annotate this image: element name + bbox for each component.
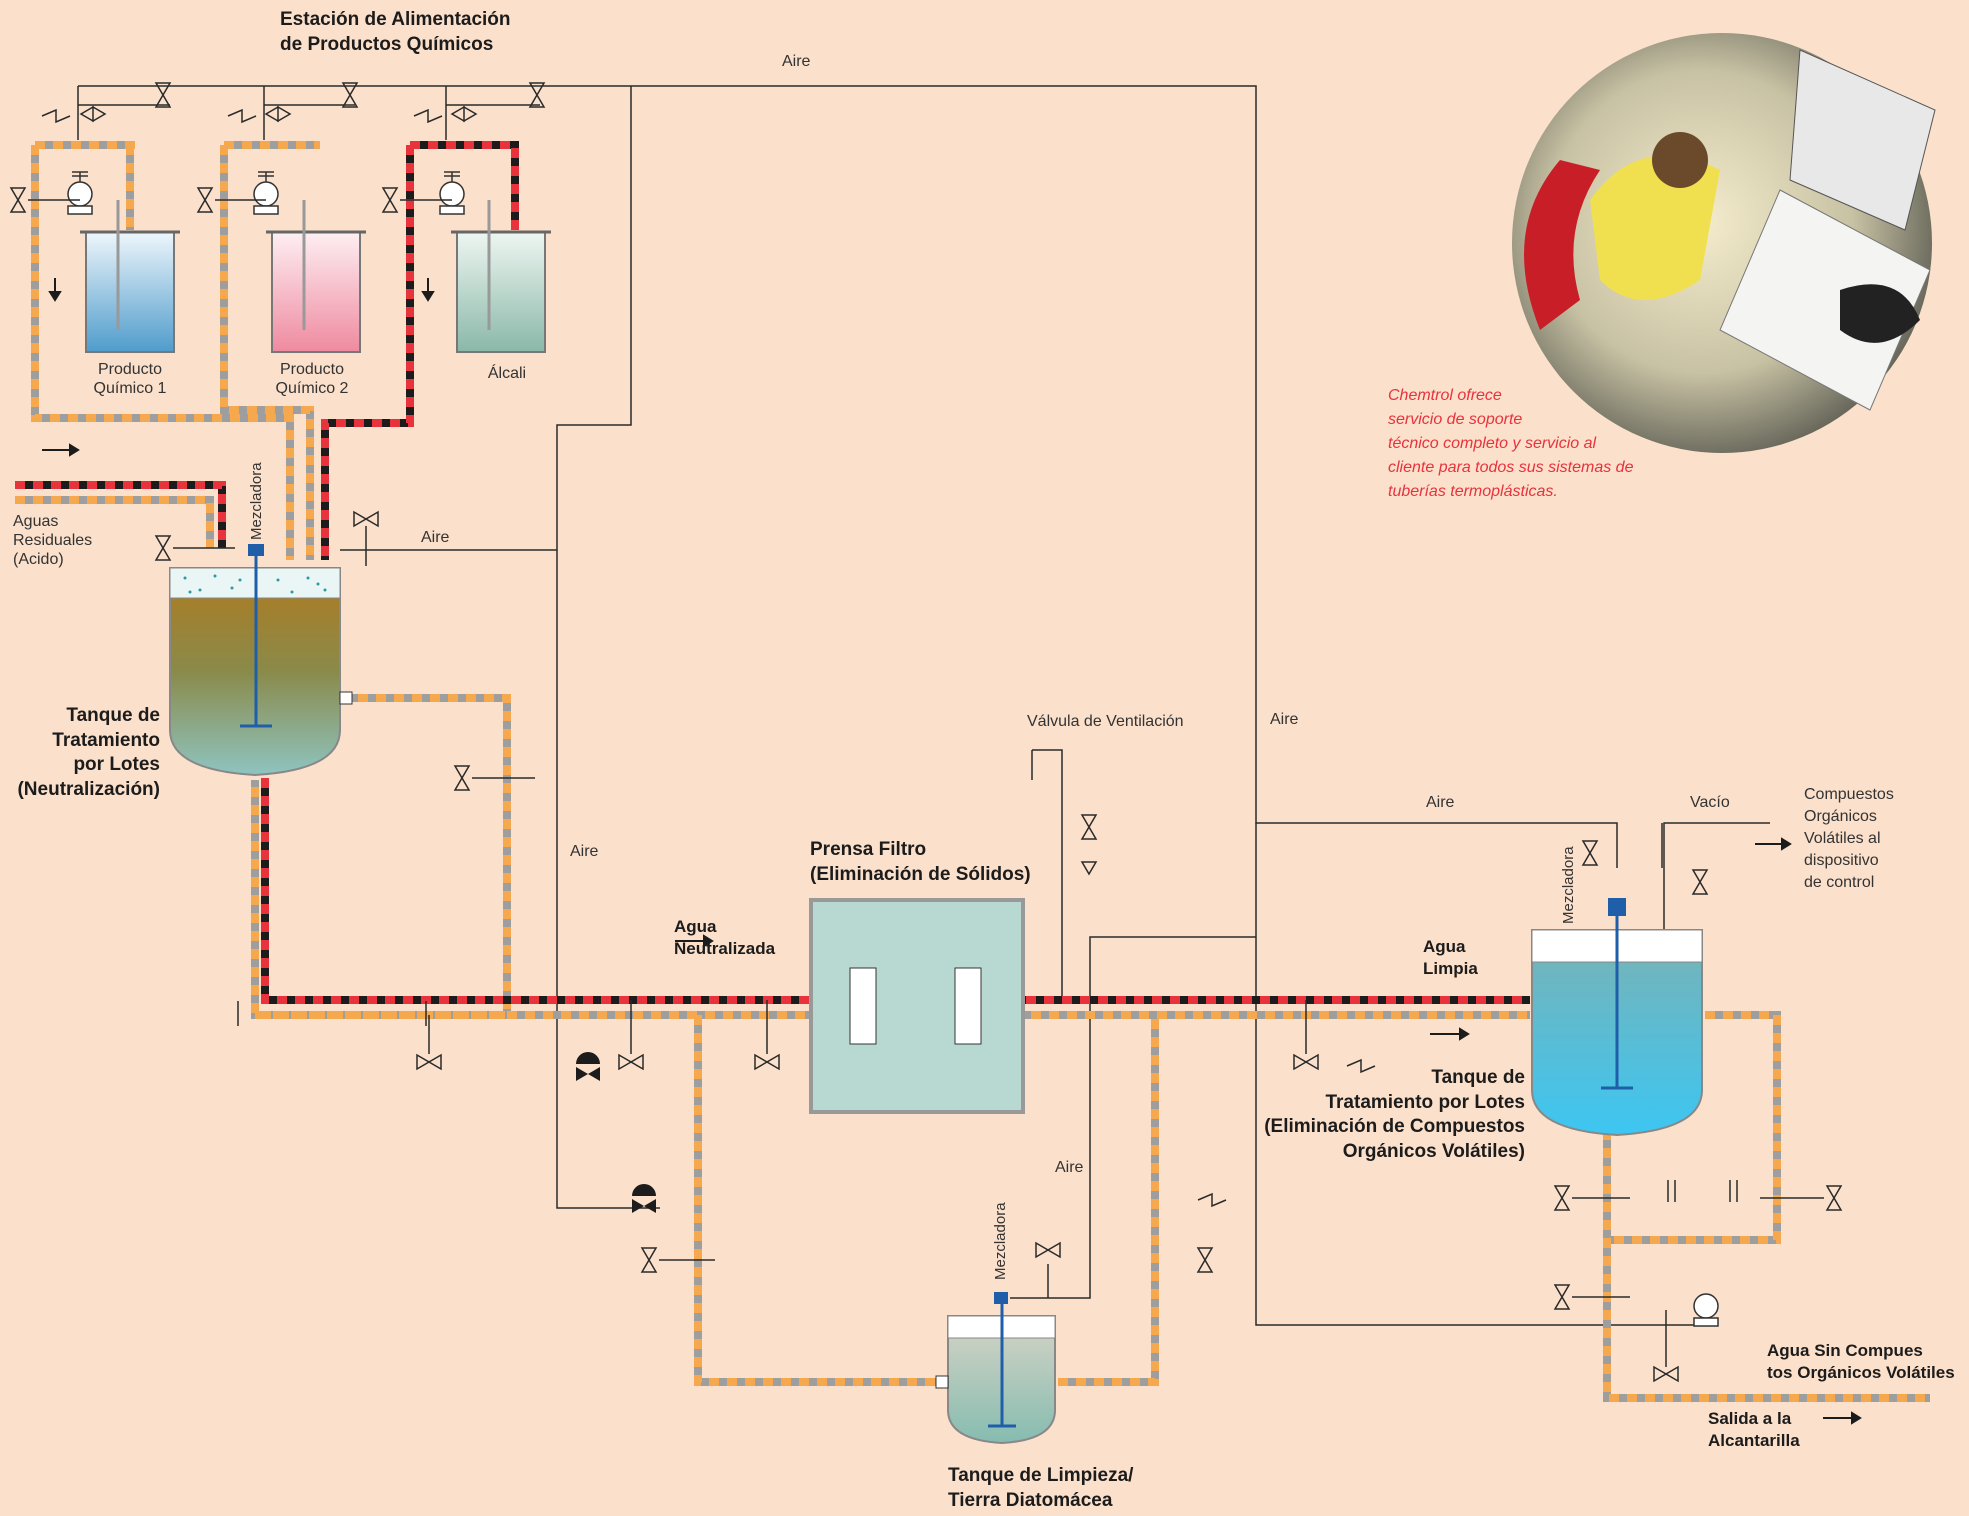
cleaning-tank-label: Tanque de Limpieza/ Tierra Diatomácea xyxy=(948,1464,1133,1513)
batch1-label: Tanque de Tratamiento por Lotes (Neutral… xyxy=(0,704,160,803)
batch-tank-neutralization xyxy=(169,544,353,777)
note-line2: servicio de soporte xyxy=(1388,411,1523,428)
air-label: Aire xyxy=(1426,794,1455,811)
note-line1: Chemtrol ofrece xyxy=(1388,387,1502,404)
station-title: Estación de Alimentación de Productos Qu… xyxy=(280,8,511,57)
voc-free-line1: Agua Sin Compues xyxy=(1767,1341,1923,1360)
cleaning-line1: Tanque de Limpieza/ xyxy=(948,1465,1134,1486)
cleaning-tank xyxy=(935,1292,1056,1445)
batch2-line2: Tratamiento por Lotes xyxy=(1325,1091,1525,1113)
batch1-line1: Tanque de xyxy=(66,705,160,726)
vent-valve-label: Válvula de Ventilación xyxy=(1027,713,1184,730)
clean-line1: Agua xyxy=(1423,937,1466,956)
acid-pipes xyxy=(15,141,1530,1004)
air-label: Aire xyxy=(1055,1159,1084,1176)
neutralized-line1: Agua xyxy=(674,917,717,936)
batch1-line2: Tratamiento xyxy=(52,729,160,751)
wastewater-line1: Aguas xyxy=(13,513,59,530)
filter-press xyxy=(809,898,1025,1114)
note-line4: cliente para todos sus sistemas de xyxy=(1388,459,1634,476)
sewer-outlet-label: Salida a la Alcantarilla xyxy=(1708,1408,1800,1452)
filter-line2: (Eliminación de Sólidos) xyxy=(810,863,1031,885)
filter-label: Prensa Filtro (Eliminación de Sólidos) xyxy=(810,838,1031,887)
chem-tank-2 xyxy=(266,200,366,353)
note-line3: técnico completo y servicio al xyxy=(1388,435,1597,452)
station-title-line2: de Productos Químicos xyxy=(280,33,494,55)
neutralized-line2: Neutralizada xyxy=(674,939,776,959)
chem2-label: Producto Químico 2 xyxy=(272,360,352,398)
voc-out-line2: Orgánicos xyxy=(1804,808,1877,825)
alkali-tank xyxy=(451,200,551,353)
voc-out-line3: Volátiles al xyxy=(1804,830,1881,847)
chem1-label-line1: Producto xyxy=(97,361,163,378)
batch1-line4: (Neutralización) xyxy=(17,779,160,801)
clean-line2: Limpia xyxy=(1423,959,1478,979)
cleaning-line2: Tierra Diatomácea xyxy=(948,1489,1113,1511)
air-label: Aire xyxy=(421,529,450,546)
chem2-label-line1: Producto xyxy=(279,361,345,378)
voc-out-line1: Compuestos xyxy=(1804,786,1894,803)
neutralized-water-label: Agua Neutralizada xyxy=(674,916,775,960)
valves xyxy=(9,82,1843,1383)
note-line5: tuberías termoplásticas. xyxy=(1388,483,1558,500)
chem-tank-1 xyxy=(80,200,180,353)
sewer-line2: Alcantarilla xyxy=(1708,1431,1800,1451)
mixer-label: Mezcladora xyxy=(248,462,265,540)
mixer-label: Mezcladora xyxy=(1560,846,1577,924)
batch1-line3: por Lotes xyxy=(73,754,160,776)
voc-output-label: Compuestos Orgánicos Volátiles al dispos… xyxy=(1804,784,1894,894)
chem1-label: Producto Químico 1 xyxy=(90,360,170,398)
air-label: Aire xyxy=(570,843,599,860)
filter-line1: Prensa Filtro xyxy=(810,839,927,860)
station-title-line1: Estación de Alimentación xyxy=(280,9,511,30)
air-label: Aire xyxy=(782,53,811,70)
control-valves xyxy=(576,1052,656,1213)
check-valves xyxy=(41,108,1738,1208)
wastewater-line2: Residuales xyxy=(13,532,93,550)
flow-arrows xyxy=(42,278,1862,1425)
voc-free-line2: tos Orgánicos Volátiles xyxy=(1767,1363,1955,1383)
batch2-line3: (Eliminación de Compuestos xyxy=(1264,1116,1525,1138)
alkali-label: Álcali xyxy=(487,365,527,382)
voc-out-line4: dispositivo xyxy=(1804,852,1879,869)
chem1-label-line2: Químico 1 xyxy=(93,380,167,398)
voc-out-line5: de control xyxy=(1804,874,1875,891)
batch2-line4: Orgánicos Volátiles) xyxy=(1342,1141,1525,1163)
batch2-label: Tanque de Tratamiento por Lotes (Elimina… xyxy=(1200,1066,1525,1165)
chem2-label-line2: Químico 2 xyxy=(275,380,349,398)
air-lines xyxy=(77,85,1770,1326)
chemtrol-support-note: Chemtrol ofrece servicio de soporte técn… xyxy=(1388,384,1658,504)
feed-pumps xyxy=(67,171,465,215)
photo-office-worker xyxy=(1512,33,1936,453)
process-pipes xyxy=(15,141,1930,1402)
voc-free-water-label: Agua Sin Compues tos Orgánicos Volátiles xyxy=(1767,1340,1955,1384)
wastewater-line3: (Acido) xyxy=(13,551,64,569)
batch2-line1: Tanque de xyxy=(1431,1067,1525,1088)
sewer-line1: Salida a la xyxy=(1708,1409,1792,1428)
outlet-pump xyxy=(1693,1293,1719,1327)
vacuum-label: Vacío xyxy=(1690,794,1730,811)
batch-tank-voc xyxy=(1531,898,1703,1137)
clean-water-label: Agua Limpia xyxy=(1423,936,1478,980)
wastewater-label: Aguas Residuales (Acido) xyxy=(13,512,92,570)
mixer-label: Mezcladora xyxy=(992,1202,1009,1280)
air-label: Aire xyxy=(1270,711,1299,728)
